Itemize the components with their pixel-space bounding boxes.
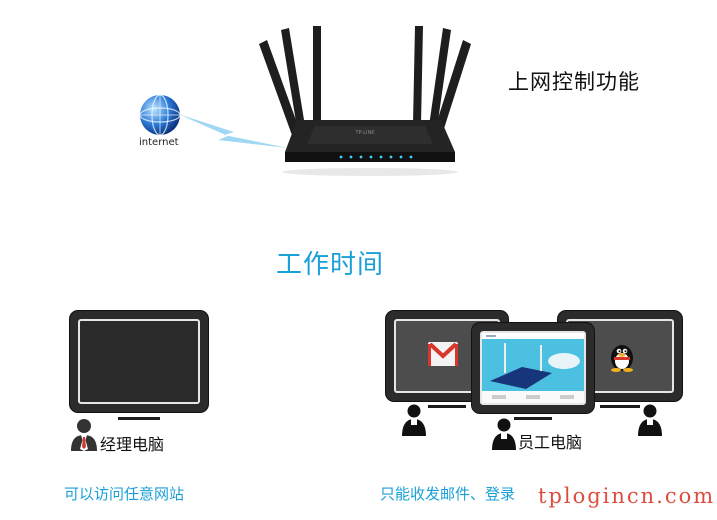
router-brand: TP-LINK xyxy=(354,130,375,136)
section-title: 工作时间 xyxy=(276,250,385,280)
manager-monitor-stand xyxy=(118,417,160,420)
manager-user-icon xyxy=(70,418,98,452)
internet-label: internet xyxy=(139,137,179,148)
qq-penguin-icon xyxy=(609,340,635,372)
router-image: TP-LINK xyxy=(255,22,475,182)
manager-screen xyxy=(78,319,200,404)
staff-user-icon-left xyxy=(402,404,426,436)
watermark: tplogincn.com xyxy=(538,484,716,508)
manager-caption: 可以访问任意网站 xyxy=(64,485,185,503)
staff-monitor-center xyxy=(472,323,594,413)
mail-icon xyxy=(428,342,458,366)
manager-label: 经理电脑 xyxy=(100,435,165,454)
internet-globe-icon xyxy=(138,93,182,137)
staff-label: 员工电脑 xyxy=(518,433,583,452)
feature-title: 上网控制功能 xyxy=(508,70,640,94)
staff-user-icon-center xyxy=(492,418,516,450)
staff-user-icon-right xyxy=(638,404,662,436)
staff-caption: 只能收发邮件、登录 xyxy=(380,485,516,503)
wireless-link-icon xyxy=(178,112,290,152)
website-screenshot xyxy=(482,333,584,403)
manager-monitor xyxy=(70,311,208,412)
